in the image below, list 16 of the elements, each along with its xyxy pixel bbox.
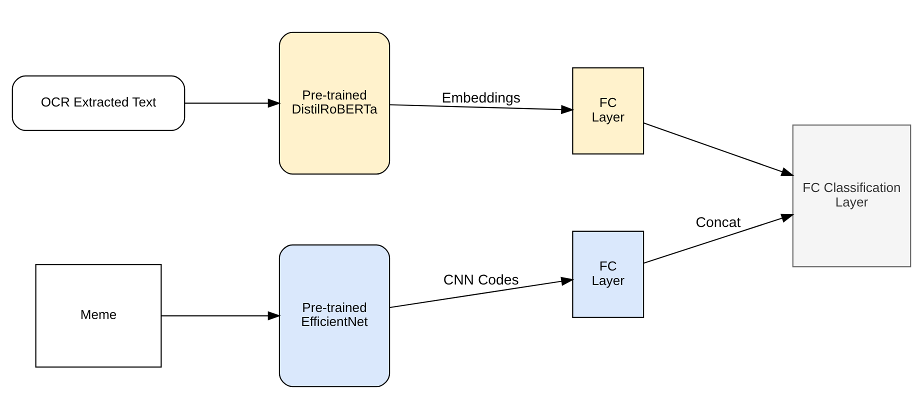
- node-box: Pre-trained DistilRoBERTa: [278, 31, 390, 174]
- edge-label: CNN Codes: [443, 272, 519, 288]
- arrow: [390, 104, 574, 114]
- edge-label: Concat: [696, 214, 741, 230]
- node-box: FC Layer: [572, 230, 644, 318]
- arrow: [161, 310, 281, 320]
- arrow: [644, 213, 794, 264]
- edge-label: Embeddings: [442, 90, 520, 106]
- node-box: FC Layer: [572, 66, 644, 154]
- node-box: FC Classification Layer: [792, 124, 912, 267]
- node-box: Meme: [35, 264, 162, 368]
- arrow: [184, 98, 281, 108]
- node-box: Pre-trained EfficientNet: [278, 244, 390, 387]
- arrow: [644, 122, 794, 176]
- node-box: OCR Extracted Text: [12, 74, 186, 131]
- arrow: [390, 276, 574, 308]
